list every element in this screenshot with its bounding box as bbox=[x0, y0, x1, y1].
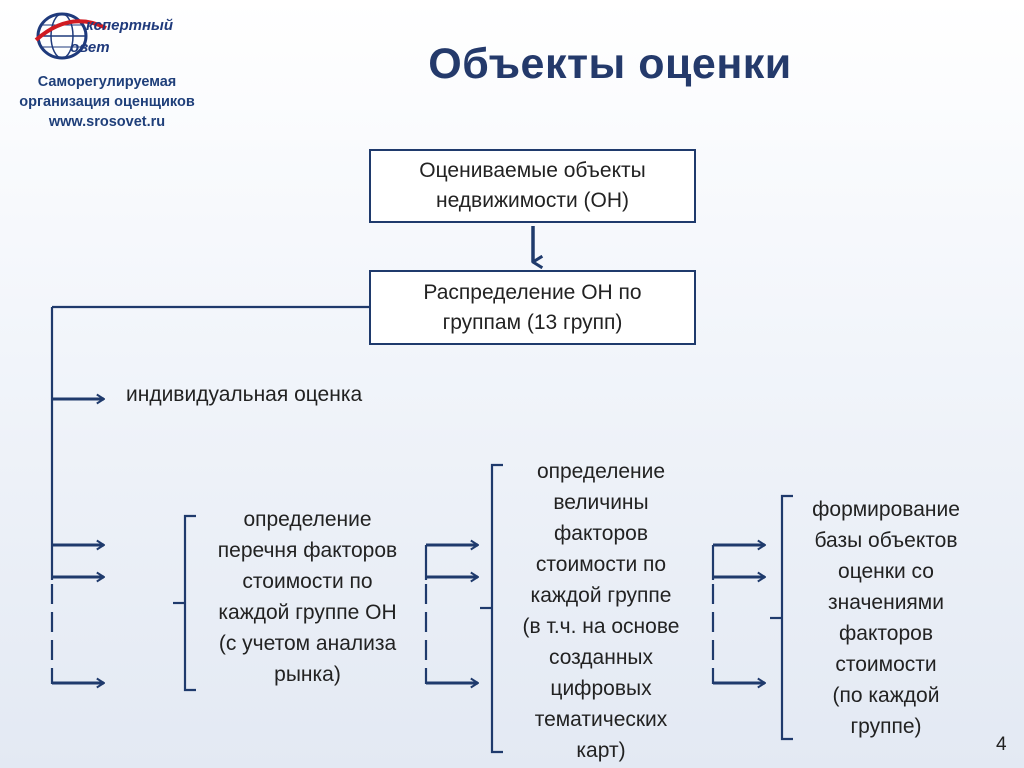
c2-line: созданных bbox=[548, 646, 654, 669]
c1-line: перечня факторов bbox=[217, 539, 398, 562]
c3-line: базы объектов bbox=[814, 529, 958, 552]
c1-line: стоимости по bbox=[242, 570, 373, 593]
column-object-base: формирование базы объектов оценки со зна… bbox=[783, 494, 989, 742]
c3-line: оценки со bbox=[838, 560, 934, 583]
c2-line: величины bbox=[553, 491, 649, 514]
c2-line: факторов bbox=[554, 522, 648, 545]
c1-line: каждой группе ОН bbox=[218, 601, 397, 624]
page-number: 4 bbox=[996, 734, 1007, 755]
box-distribution-line-1: Распределение ОН по bbox=[423, 280, 642, 304]
box-distribution: Распределение ОН по группам (13 групп) bbox=[369, 270, 696, 345]
svg-text:овет: овет bbox=[70, 39, 110, 56]
org-line-1: Саморегулируемая bbox=[37, 74, 177, 90]
box-evaluated-objects: Оцениваемые объекты недвижимости (ОН) bbox=[369, 149, 696, 223]
individual-assessment-label: индивидуальная оценка bbox=[126, 383, 363, 406]
c2-line: карт) bbox=[576, 739, 626, 762]
c1-line: рынка) bbox=[274, 663, 341, 686]
box-evaluated-objects-line-1: Оцениваемые объекты bbox=[419, 159, 646, 182]
c2-line: тематических bbox=[534, 708, 668, 731]
c1-line: (с учетом анализа bbox=[218, 632, 397, 655]
c2-line: цифровых bbox=[550, 677, 652, 700]
c2-line: каждой группе bbox=[530, 584, 672, 607]
logo: кспертный овет bbox=[30, 6, 190, 66]
c3-line: стоимости bbox=[835, 653, 937, 676]
column-factors-list: определение перечня факторов стоимости п… bbox=[185, 504, 430, 690]
org-caption: Саморегулируемая организация оценщиков w… bbox=[0, 72, 214, 132]
org-line-2: организация оценщиков bbox=[19, 94, 195, 110]
c2-line: определение bbox=[536, 460, 666, 483]
c3-line: группе) bbox=[850, 715, 922, 738]
column-factor-values: определение величины факторов стоимости … bbox=[495, 456, 707, 766]
svg-text:кспертный: кспертный bbox=[86, 17, 173, 34]
c2-line: (в т.ч. на основе bbox=[522, 615, 680, 638]
c3-line: формирование bbox=[812, 498, 960, 521]
c2-line: стоимости по bbox=[535, 553, 667, 576]
box-distribution-line-2: группам (13 групп) bbox=[442, 310, 623, 334]
box-evaluated-objects-line-2: недвижимости (ОН) bbox=[435, 189, 630, 212]
globe-logo-icon: кспертный овет bbox=[34, 12, 173, 60]
slide-title: Объекты оценки bbox=[428, 40, 792, 88]
org-website-link[interactable]: www.srosovet.ru bbox=[48, 114, 166, 130]
c1-line: определение bbox=[243, 508, 372, 531]
c3-line: значениями bbox=[828, 591, 944, 614]
c3-line: (по каждой bbox=[832, 684, 940, 707]
c3-line: факторов bbox=[839, 622, 933, 645]
